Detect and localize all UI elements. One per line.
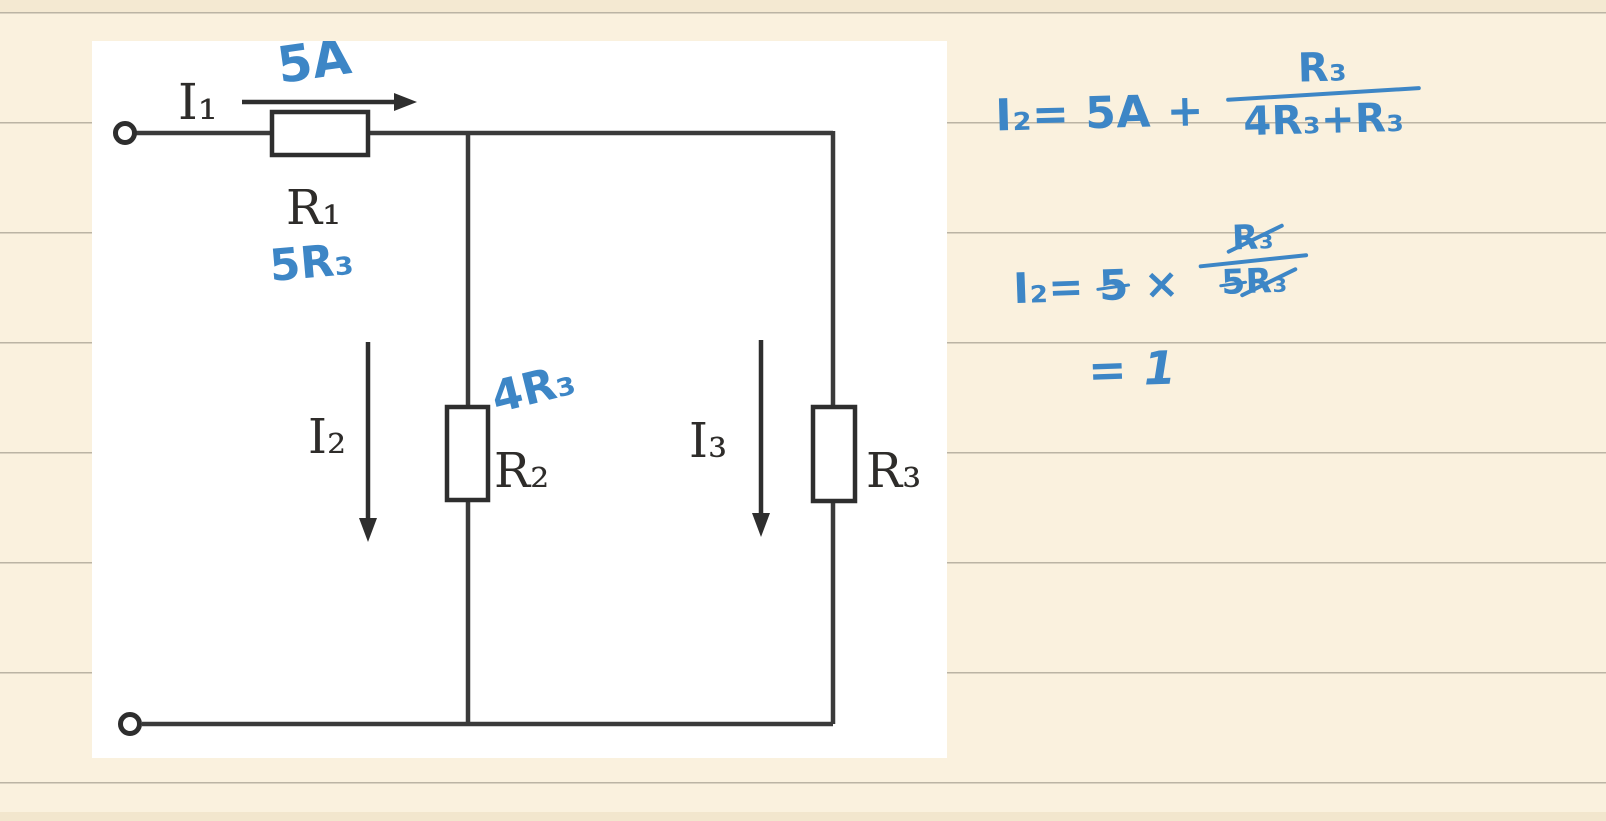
page-top-edge <box>0 0 1606 12</box>
circuit-image[interactable]: I₁ R₁ I₂ R₂ I₃ R₃ 5A 5R₃ 4R₃ <box>92 41 947 758</box>
annotation-5r3: 5R₃ <box>268 234 356 292</box>
equation-2-struck-value: 5 <box>1098 260 1130 311</box>
page-bottom-edge <box>0 812 1606 821</box>
equation-result: = 1 <box>1087 340 1177 398</box>
equation-1: I₂= 5A + R₃ 4R₃+R₃ <box>994 44 1422 149</box>
arrow-head-icon <box>359 518 377 542</box>
equation-1-fraction: R₃ 4R₃+R₃ <box>1224 44 1421 146</box>
equation-2: I₂= 5 × R₃ 5R₃ <box>1012 217 1311 325</box>
label-r3: R₃ <box>866 443 921 499</box>
resistor-r2-body <box>444 404 491 503</box>
resistor-r1-body <box>269 109 371 158</box>
equation-2-fraction: R₃ 5R₃ <box>1197 217 1310 303</box>
equation-2-denominator-rest: R₃ <box>1244 260 1289 302</box>
equation-2-lhs-symbol: I₂= <box>1012 261 1085 314</box>
label-i3: I₃ <box>689 413 727 469</box>
terminal-bottom-icon <box>118 712 142 736</box>
terminal-top-icon <box>113 121 137 145</box>
equation-1-lhs: I₂= 5A + <box>994 84 1205 142</box>
current-i1-arrow <box>242 93 417 111</box>
equation-2-numerator: R₃ <box>1231 217 1275 259</box>
equation-2-denominator: 5R₃ <box>1221 260 1289 302</box>
annotation-5a: 5A <box>274 41 355 95</box>
resistor-r3-body <box>810 404 858 504</box>
annotation-4r3: 4R₃ <box>486 354 580 424</box>
circuit-diagram: I₁ R₁ I₂ R₂ I₃ R₃ 5A 5R₃ 4R₃ <box>113 41 921 736</box>
label-i1: I₁ <box>178 73 218 131</box>
current-i2-arrow <box>359 342 377 542</box>
arrow-head-icon <box>394 93 417 111</box>
label-i2: I₂ <box>308 409 346 465</box>
current-i3-arrow <box>752 340 770 537</box>
label-r2: R₂ <box>494 443 549 499</box>
equation-2-operator: × <box>1142 258 1181 309</box>
equation-1-numerator: R₃ <box>1297 44 1348 92</box>
equation-1-denominator: 4R₃+R₃ <box>1242 94 1405 146</box>
label-r1: R₁ <box>286 180 341 236</box>
equation-2-lhs: I₂= 5 × <box>1012 259 1180 314</box>
arrow-head-icon <box>752 513 770 537</box>
